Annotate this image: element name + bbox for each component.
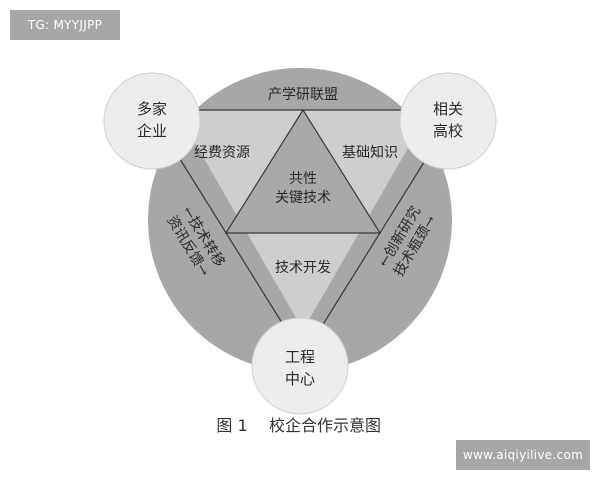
node-label: 企业 [137,122,167,140]
left-divider-line [169,142,285,327]
node-enterprises [103,72,201,170]
node-label: 中心 [285,370,315,388]
figure-title: 校企合作示意图 [269,416,381,435]
segment-label-top: 产学研联盟 [268,87,338,103]
segment-label-development: 技术开发 [275,260,331,276]
segment-label-knowledge: 基础知识 [342,144,398,161]
node-label: 多家 [137,100,167,118]
node-label: 工程 [285,348,315,366]
node-engineering-center [251,317,349,415]
inner-triangle [224,108,382,234]
watermark-bottom-right: www.aiqiyilive.com [456,440,590,470]
node-label: 相关 [433,100,463,118]
center-label: 共性 [289,171,317,187]
node-universities [399,72,497,170]
figure-number: 图 1 [216,416,247,435]
node-label: 高校 [433,122,463,140]
segment-label-funding: 经费资源 [194,145,250,161]
right-divider-line [321,142,437,327]
watermark-top-left: TG: MYYJJPP [10,10,120,40]
center-label: 关键技术 [275,190,331,206]
